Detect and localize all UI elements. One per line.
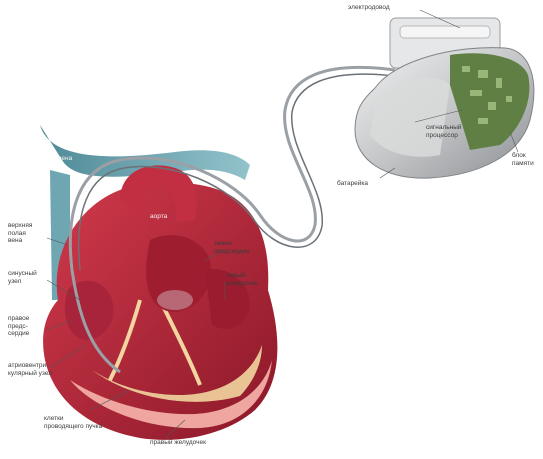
label-left-atrium: левое предсердие — [214, 240, 250, 255]
pacemaker-device — [355, 18, 534, 178]
label-left-ventricle: левый желудочек — [226, 272, 258, 287]
label-right-ventricle: правый желудочек — [150, 439, 206, 447]
label-aorta: аорта — [150, 213, 167, 221]
label-electrode: электродовод — [348, 4, 390, 12]
label-sinus-node: синусный узел — [8, 270, 37, 285]
label-memory-block: блок памяти — [512, 152, 534, 167]
label-av-node: атриовентри- кулярный узел — [8, 362, 52, 377]
label-vein: вена — [58, 155, 72, 163]
label-bundle-cells: клетки проводящего пучка — [44, 415, 102, 430]
label-signal-processor: сигнальный процессор — [426, 124, 462, 139]
label-right-atrium: правое предс- сердие — [8, 315, 29, 338]
label-superior-vena-cava: верхняя полая вена — [8, 222, 32, 245]
label-battery: батарейка — [337, 180, 368, 188]
